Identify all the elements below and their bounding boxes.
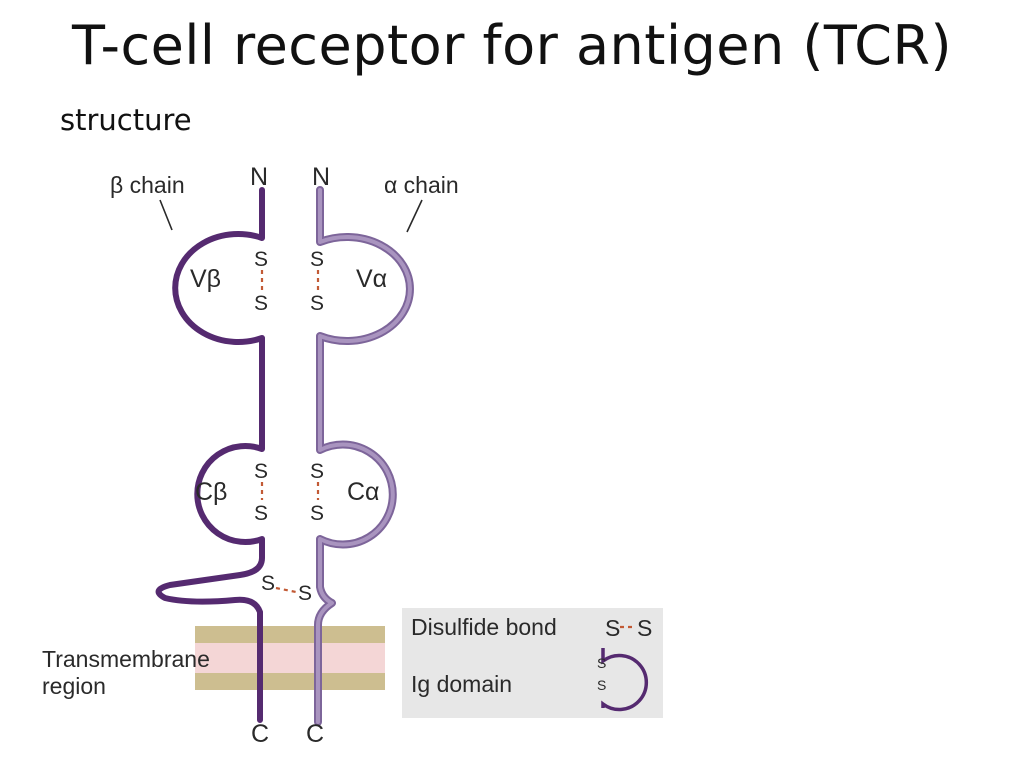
v-beta-s-bottom: S	[254, 292, 268, 315]
beta-chain	[155, 187, 265, 723]
legend: Disulfide bond S S Ig domain S S	[402, 608, 663, 718]
membrane-bottom-band	[195, 673, 385, 690]
v-alpha-disulfide: S S	[310, 248, 324, 315]
legend-ig-s-top: S	[597, 655, 606, 671]
membrane-core	[195, 643, 385, 673]
v-alpha-domain-label: Vα	[356, 265, 387, 293]
c-beta-domain-label: Cβ	[195, 478, 227, 506]
v-beta-domain-label: Vβ	[190, 265, 221, 293]
transmembrane-label-line1: Transmembrane	[42, 646, 210, 672]
legend-disulfide-s-left: S	[605, 615, 620, 641]
beta-chain-label: β chain	[110, 172, 185, 198]
beta-n-terminus: N	[250, 163, 268, 191]
alpha-chain-fill	[316, 188, 412, 724]
v-alpha-s-bottom: S	[310, 292, 324, 315]
interchain-bond	[275, 586, 297, 594]
c-beta-s-bottom: S	[254, 502, 268, 525]
legend-ig-domain-icon	[601, 648, 649, 712]
legend-ig-s-bottom: S	[597, 677, 606, 693]
membrane-top-band	[195, 626, 385, 643]
transmembrane-label-line2: region	[42, 673, 106, 699]
subtitle: structure	[60, 103, 192, 137]
c-alpha-disulfide: S S	[310, 460, 324, 525]
c-alpha-s-bottom: S	[310, 502, 324, 525]
v-beta-s-top: S	[254, 248, 268, 271]
beta-chain-leader	[159, 199, 173, 231]
alpha-n-terminus: N	[312, 163, 330, 191]
beta-c-terminus: C	[251, 720, 269, 748]
c-alpha-domain-label: Cα	[347, 478, 380, 506]
v-beta-disulfide: S S	[254, 248, 268, 315]
v-alpha-s-top: S	[310, 248, 324, 271]
legend-disulfide-label: Disulfide bond	[411, 614, 557, 640]
alpha-chain-leader	[406, 199, 423, 233]
interchain-disulfide: S S	[261, 572, 312, 605]
c-beta-disulfide: S S	[254, 460, 268, 525]
legend-ig-label: Ig domain	[411, 671, 512, 697]
legend-box	[402, 608, 663, 718]
page-title: T-cell receptor for antigen (TCR)	[71, 14, 953, 77]
alpha-c-terminus: C	[306, 720, 324, 748]
interchain-s-beta: S	[261, 572, 275, 595]
c-alpha-s-top: S	[310, 460, 324, 483]
legend-disulfide-s-right: S	[637, 615, 652, 641]
cell-membrane	[195, 626, 385, 690]
c-beta-s-top: S	[254, 460, 268, 483]
interchain-s-alpha: S	[298, 582, 312, 605]
alpha-chain-label: α chain	[384, 172, 459, 198]
alpha-chain	[314, 186, 414, 726]
